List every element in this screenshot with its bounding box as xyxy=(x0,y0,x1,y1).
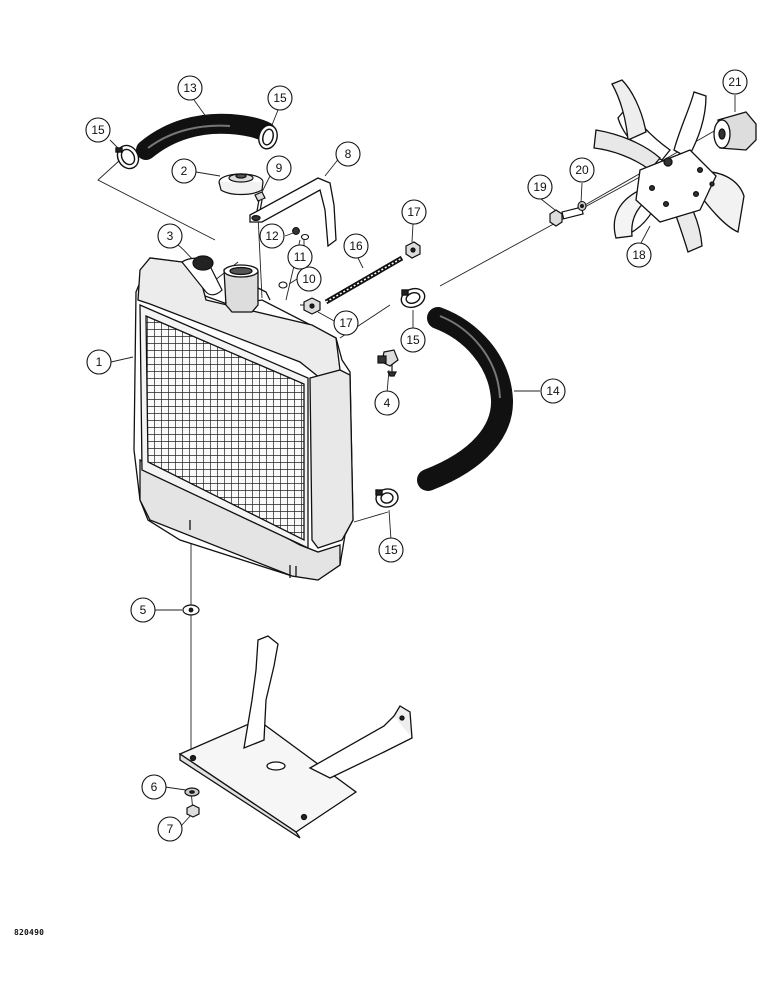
callout-1: 1 xyxy=(86,349,112,375)
svg-text:15: 15 xyxy=(273,91,287,105)
svg-text:6: 6 xyxy=(151,780,158,794)
washer-6 xyxy=(184,787,200,797)
mounting-bracket xyxy=(178,635,413,839)
callout-17-top: 17 xyxy=(401,199,427,225)
callout-10: 10 xyxy=(296,266,322,292)
svg-text:13: 13 xyxy=(183,81,197,95)
svg-text:18: 18 xyxy=(632,248,646,262)
svg-text:17: 17 xyxy=(407,205,421,219)
callout-7: 7 xyxy=(157,816,183,842)
radiator-cap xyxy=(218,173,264,196)
callout-6: 6 xyxy=(141,774,167,800)
svg-text:10: 10 xyxy=(302,272,316,286)
callout-8: 8 xyxy=(335,141,361,167)
callout-12: 12 xyxy=(259,223,285,249)
small-hardware xyxy=(278,227,310,289)
callout-9: 9 xyxy=(266,155,292,181)
callout-20: 20 xyxy=(569,157,595,183)
svg-text:8: 8 xyxy=(345,147,352,161)
callout-16: 16 xyxy=(343,233,369,259)
callout-17-bottom: 17 xyxy=(333,310,359,336)
svg-text:20: 20 xyxy=(575,163,589,177)
drain-petcock xyxy=(377,349,399,377)
radiator xyxy=(133,257,354,581)
hose-clamp-top-right xyxy=(258,124,278,150)
svg-text:9: 9 xyxy=(276,161,283,175)
nut-17-bottom xyxy=(303,297,321,315)
figure-code: 820490 xyxy=(14,928,45,937)
fan-bolt xyxy=(549,206,584,227)
callout-4: 4 xyxy=(374,390,400,416)
nut-7 xyxy=(186,804,200,818)
fan-washer xyxy=(577,200,587,212)
hose-clamp-middle xyxy=(400,287,426,309)
hose-clamp-top-left xyxy=(115,144,140,170)
svg-text:12: 12 xyxy=(265,229,279,243)
svg-text:1: 1 xyxy=(96,355,103,369)
callout-11: 11 xyxy=(287,244,313,270)
callout-3: 3 xyxy=(157,223,183,249)
callout-15-top-left: 15 xyxy=(85,117,111,143)
svg-text:2: 2 xyxy=(181,164,188,178)
callout-14: 14 xyxy=(540,378,566,404)
rubber-pad xyxy=(182,604,200,616)
svg-text:7: 7 xyxy=(167,822,174,836)
svg-text:4: 4 xyxy=(384,396,391,410)
hose-clamp-bottom xyxy=(375,488,399,508)
svg-text:21: 21 xyxy=(728,75,742,89)
nut-17-top xyxy=(405,241,421,259)
overflow-hose xyxy=(181,255,223,296)
svg-text:5: 5 xyxy=(140,603,147,617)
fan-spacer xyxy=(713,111,757,151)
svg-text:11: 11 xyxy=(294,250,307,264)
svg-text:16: 16 xyxy=(349,239,363,253)
lower-hose xyxy=(417,307,513,491)
callout-19: 19 xyxy=(527,174,553,200)
svg-text:15: 15 xyxy=(406,333,420,347)
tie-rod xyxy=(324,255,404,305)
callout-18: 18 xyxy=(626,242,652,268)
upper-hose xyxy=(136,113,276,160)
callout-5: 5 xyxy=(130,597,156,623)
callout-15-bottom: 15 xyxy=(378,537,404,563)
callout-15-top-right: 15 xyxy=(267,85,293,111)
svg-text:14: 14 xyxy=(546,384,560,398)
callouts: 1 2 3 4 5 6 7 8 9 10 11 12 13 14 15 15 1… xyxy=(85,69,748,842)
fan xyxy=(593,79,745,253)
svg-text:15: 15 xyxy=(91,123,105,137)
svg-text:15: 15 xyxy=(384,543,398,557)
svg-text:3: 3 xyxy=(167,229,174,243)
bracket xyxy=(249,177,337,248)
callout-21: 21 xyxy=(722,69,748,95)
svg-text:19: 19 xyxy=(533,180,547,194)
callout-13: 13 xyxy=(177,75,203,101)
callout-2: 2 xyxy=(171,158,197,184)
svg-text:17: 17 xyxy=(339,316,353,330)
callout-15-middle: 15 xyxy=(400,327,426,353)
